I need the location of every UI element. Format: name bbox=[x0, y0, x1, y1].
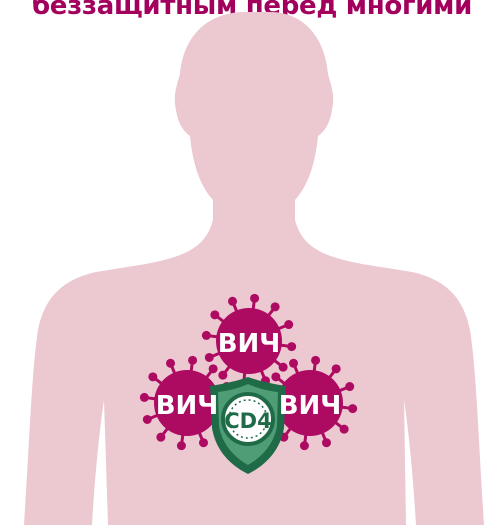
virus-spike-tip bbox=[284, 320, 293, 329]
virus-spike-tip bbox=[140, 393, 149, 402]
virus-left-label: ВИЧ bbox=[156, 391, 219, 421]
virus-spike-tip bbox=[166, 359, 175, 368]
virus-spike-tip bbox=[148, 372, 157, 381]
virus-spike-tip bbox=[250, 294, 259, 303]
virus-right-label: ВИЧ bbox=[279, 391, 342, 421]
virus-spike-tip bbox=[209, 364, 218, 373]
virus-spike-tip bbox=[340, 425, 349, 434]
virus-spike-tip bbox=[332, 364, 341, 373]
virus-spike-tip bbox=[143, 415, 152, 424]
virus-spike-tip bbox=[300, 441, 309, 450]
virus-top-label: ВИЧ bbox=[218, 329, 281, 359]
virus-spike-tip bbox=[271, 302, 280, 311]
virus-spike-tip bbox=[311, 356, 320, 365]
virus-spike-tip bbox=[287, 342, 296, 351]
virus-spike-tip bbox=[177, 441, 186, 450]
virus-spike-tip bbox=[202, 331, 211, 340]
virus-spike-tip bbox=[322, 438, 331, 447]
virus-spike-tip bbox=[289, 359, 298, 368]
virus-spike-tip bbox=[348, 404, 357, 413]
virus-spike-tip bbox=[156, 433, 165, 442]
virus-spike-tip bbox=[210, 310, 219, 319]
virus-spike-tip bbox=[188, 356, 197, 365]
virus-spike-tip bbox=[345, 382, 354, 391]
cd4-label: CD4 bbox=[224, 409, 271, 433]
virus-spike-tip bbox=[218, 371, 227, 380]
virus-spike-tip bbox=[205, 353, 214, 362]
virus-spike-tip bbox=[271, 372, 280, 381]
virus-spike-tip bbox=[279, 363, 288, 372]
virus-spike-tip bbox=[228, 297, 237, 306]
virus-spike-tip bbox=[199, 438, 208, 447]
